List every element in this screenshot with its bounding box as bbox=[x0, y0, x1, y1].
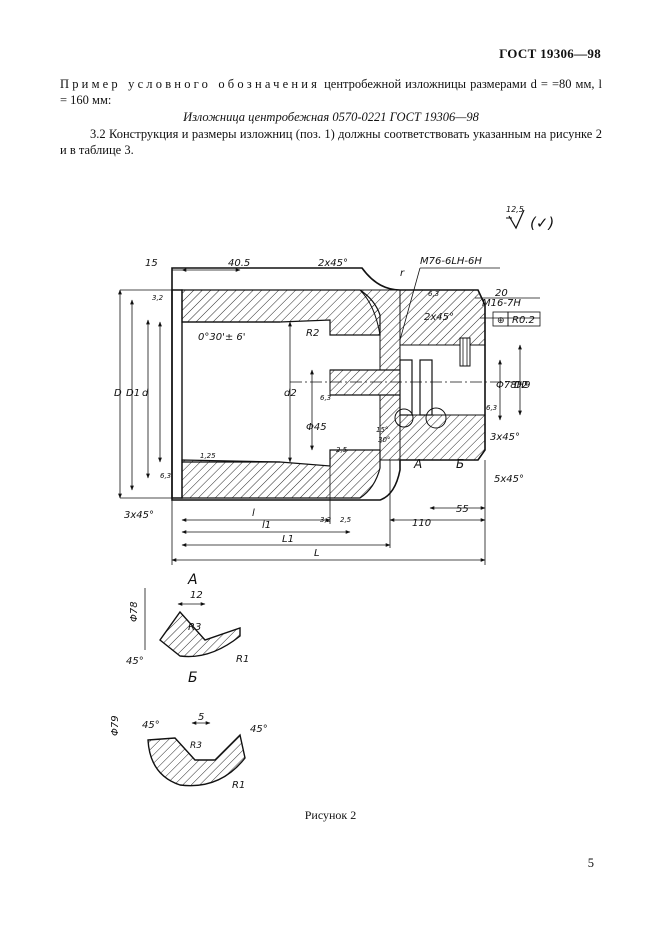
ra-6-3-d: 6,3 bbox=[160, 472, 171, 480]
dim-15: 15 bbox=[145, 258, 158, 269]
angle-label: 0°30'± 6' bbox=[198, 332, 246, 343]
tolerance-symbol: ⊕ bbox=[497, 316, 505, 326]
dim-12: 12 bbox=[190, 590, 203, 601]
dimension-labels: 15 40.5 2x45° M76-6LH-6H r 20 M16-7H ⊕ R… bbox=[114, 256, 535, 559]
section-a: А Φ78 12 R3 45° R1 bbox=[126, 572, 249, 667]
dia-45: Φ45 bbox=[306, 422, 327, 433]
dia-D1: D1 bbox=[126, 388, 140, 399]
roughness-symbol: 12,5 (✓) bbox=[506, 205, 554, 232]
ra-6-3-c: 6,3 bbox=[486, 404, 497, 412]
dia-78: Φ78 bbox=[129, 601, 140, 622]
ra-2-5-a: 2,5 bbox=[336, 446, 348, 454]
dimensions bbox=[118, 267, 541, 565]
angle-45-a: 45° bbox=[126, 656, 144, 667]
roughness-note: (✓) bbox=[530, 214, 554, 232]
radius-r: r bbox=[400, 268, 405, 279]
ra-1-25: 1,25 bbox=[200, 452, 216, 460]
ra-3-2-b: 3,2 bbox=[320, 516, 332, 524]
dia-d2: d2 bbox=[284, 388, 297, 399]
example-rest-text: центробежной изложницы размерами d = =80… bbox=[60, 77, 602, 107]
radius-R1-a: R1 bbox=[236, 654, 249, 665]
section-a-marker: А bbox=[413, 457, 422, 471]
dia-d: d bbox=[142, 388, 149, 399]
dim-2x45-vertical: 2x45° bbox=[424, 312, 454, 323]
designation-example: Изложница центробежная 0570-0221 ГОСТ 19… bbox=[183, 110, 479, 124]
chamfer-5x45: 5x45° bbox=[494, 474, 524, 485]
roughness-value: 12,5 bbox=[506, 205, 524, 214]
dia-D2: D2 bbox=[514, 380, 528, 391]
ra-2-5-b: 2,5 bbox=[340, 516, 352, 524]
tolerance-value: R0.2 bbox=[512, 315, 535, 326]
section-a-title: А bbox=[187, 572, 198, 588]
angle-45-right: 45° bbox=[250, 724, 268, 735]
dia-79: Φ79 bbox=[110, 715, 121, 736]
dim-55: 55 bbox=[456, 504, 469, 515]
len-L: L bbox=[314, 548, 320, 559]
standard-number: ГОСТ 19306—98 bbox=[499, 46, 601, 61]
page-number: 5 bbox=[587, 856, 594, 870]
ra-6-3-b: 6,3 bbox=[320, 394, 331, 402]
main-part-section bbox=[171, 267, 530, 501]
thread-small: M16-7H bbox=[482, 298, 521, 309]
dim-20: 20 bbox=[495, 288, 508, 299]
chamfer-3x45-right: 3x45° bbox=[490, 432, 520, 443]
ra-3-2: 3,2 bbox=[152, 294, 164, 302]
dia-78H9: Φ78H9 bbox=[496, 380, 530, 391]
clause-3-2: 3.2 Конструкция и размеры изложниц (поз.… bbox=[60, 127, 602, 157]
dim-110: 110 bbox=[412, 518, 431, 529]
angle-15: 15° bbox=[376, 426, 388, 434]
figure-caption: Рисунок 2 bbox=[304, 808, 357, 822]
len-l1: l1 bbox=[262, 520, 271, 531]
radius-R2: R2 bbox=[306, 328, 319, 339]
angle-45-left: 45° bbox=[142, 720, 160, 731]
dim-5: 5 bbox=[198, 712, 204, 723]
radius-R1-b: R1 bbox=[232, 780, 245, 791]
section-b-title: Б bbox=[188, 670, 198, 686]
chamfer-3x45-left: 3x45° bbox=[124, 510, 154, 521]
designation-example-paragraph: Пример условного обозначения центробежно… bbox=[60, 76, 602, 108]
radius-R3-a: R3 bbox=[188, 622, 201, 633]
ra-6-3-a: 6,3 bbox=[428, 290, 439, 298]
radius-R3-b: R3 bbox=[190, 741, 202, 751]
len-l: l bbox=[252, 508, 255, 519]
angle-30: 30° bbox=[378, 436, 390, 444]
thread-main: M76-6LH-6H bbox=[420, 256, 482, 267]
section-b-marker: Б bbox=[456, 457, 464, 471]
dia-D: D bbox=[114, 388, 122, 399]
dim-40-5: 40.5 bbox=[228, 258, 250, 269]
example-spaced-text: Пример условного обозначения bbox=[60, 77, 321, 91]
len-L1: L1 bbox=[282, 534, 294, 545]
section-b: Б Φ79 5 R3 45° 45° R1 bbox=[110, 670, 268, 791]
dim-2x45: 2x45° bbox=[318, 258, 348, 269]
